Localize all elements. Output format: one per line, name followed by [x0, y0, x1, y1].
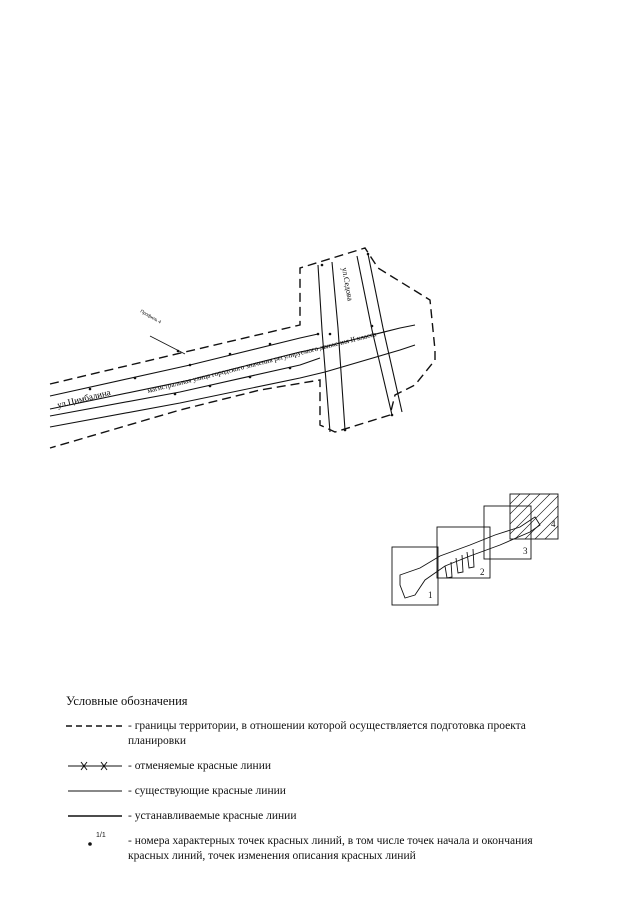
- cancelled-red-line: [149, 335, 186, 355]
- point-symbol-label: 1/1: [96, 832, 106, 839]
- legend-item-boundary: - границы территории, в отношении которо…: [66, 719, 536, 749]
- legend-text-points: - номера характерных точек красных линий…: [128, 835, 533, 862]
- sheet-number-2: 2: [480, 567, 485, 577]
- cancelled-line-symbol: [68, 761, 122, 771]
- main-road-label: магистральная улица городского значения …: [147, 330, 378, 395]
- legend: Условные обозначения - границы территори…: [66, 694, 536, 874]
- red-lines: [49, 253, 416, 433]
- street-label-sedova: ул.Седова: [340, 267, 355, 302]
- sheet-number-4: 4: [551, 519, 556, 529]
- territory-boundary: [49, 247, 436, 449]
- legend-item-established: - устанавливаемые красные линии: [66, 809, 536, 824]
- sheet-number-1: 1: [428, 590, 433, 600]
- red-line-points: [88, 252, 394, 432]
- legend-text-existing: - существующие красные линии: [128, 785, 286, 797]
- point-dot-icon: [88, 842, 92, 846]
- profile-label: Профиль 4: [140, 309, 163, 325]
- sheet-index-map: [391, 493, 559, 606]
- existing-line-symbol: [68, 790, 122, 792]
- legend-item-existing: - существующие красные линии: [66, 784, 536, 799]
- legend-text-cancelled: - отменяемые красные линии: [128, 760, 272, 772]
- legend-text-boundary: - границы территории, в отношении которо…: [128, 720, 526, 747]
- legend-item-cancelled: - отменяемые красные линии: [66, 759, 536, 774]
- legend-title: Условные обозначения: [66, 694, 188, 708]
- established-line-symbol: [68, 815, 122, 817]
- legend-text-established: - устанавливаемые красные линии: [128, 810, 297, 822]
- sheet-number-3: 3: [523, 546, 528, 556]
- point-symbol: 1/1: [66, 832, 124, 848]
- legend-item-points: 1/1 - номера характерных точек красных л…: [66, 832, 536, 864]
- dashed-line-symbol: [66, 725, 122, 727]
